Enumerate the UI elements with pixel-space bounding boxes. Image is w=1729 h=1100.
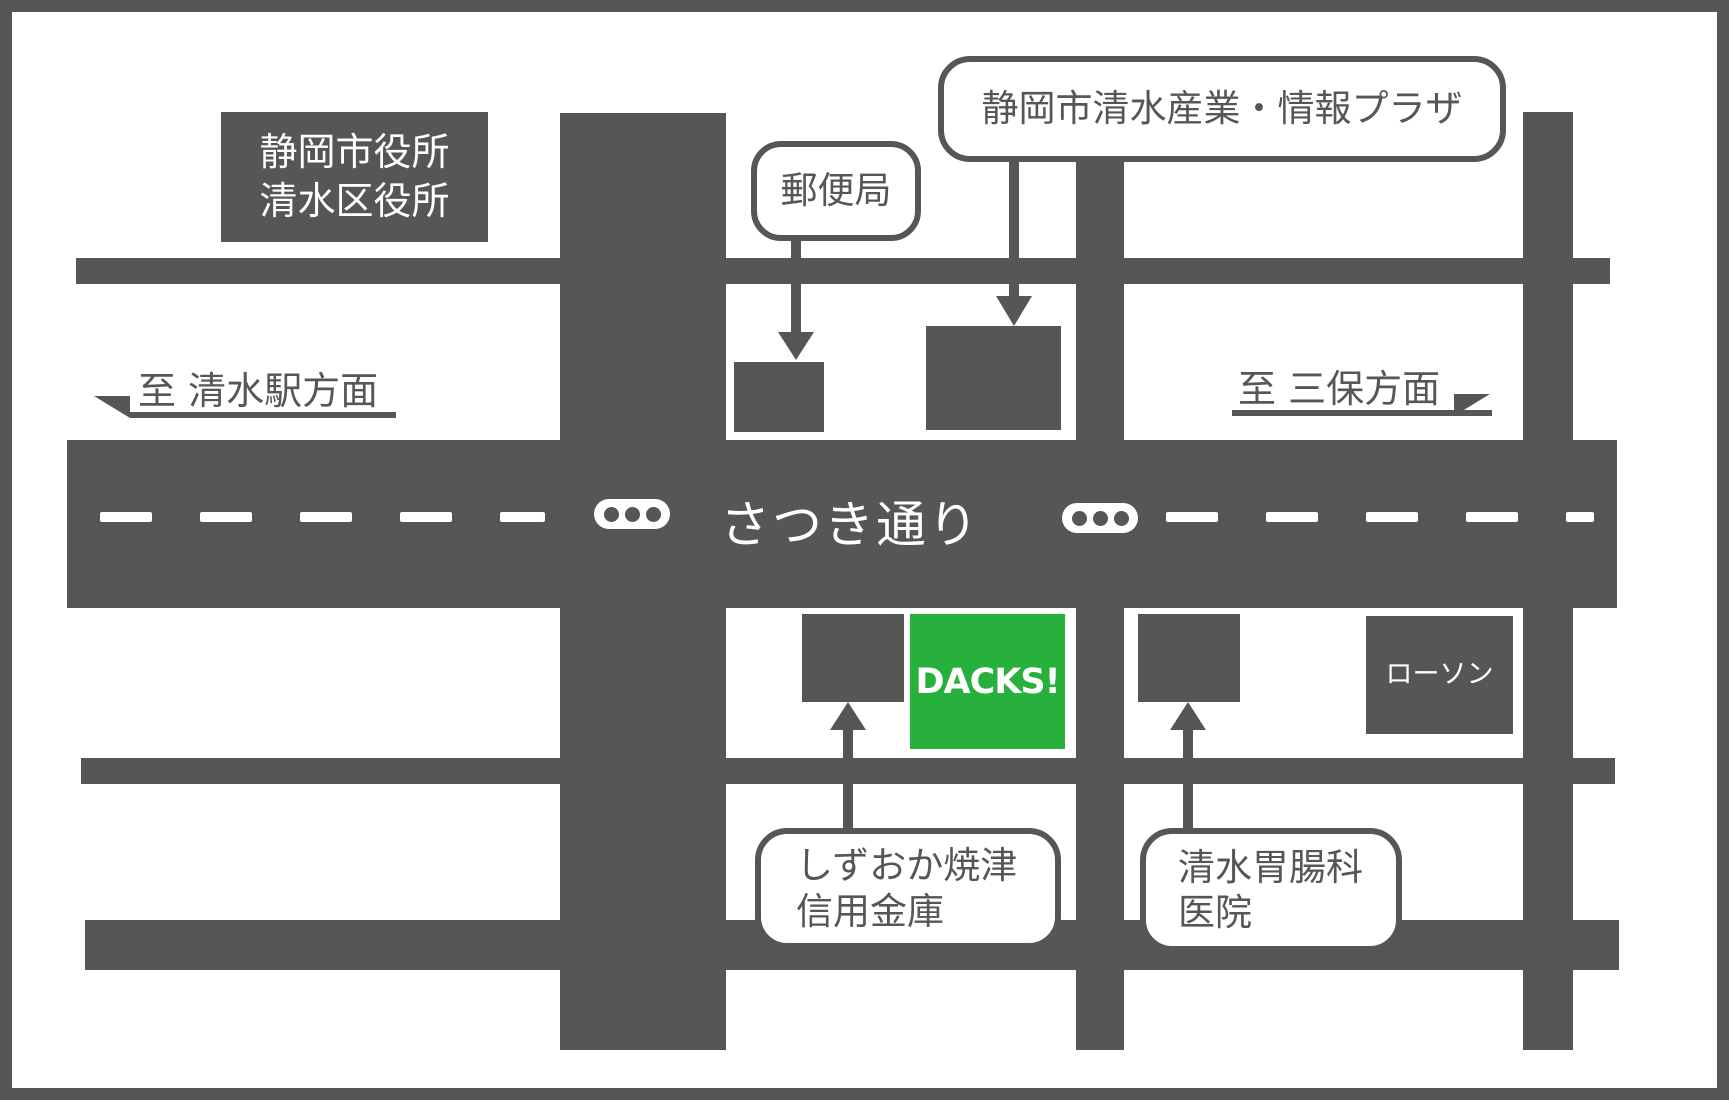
lane-dash [400, 512, 452, 522]
city-hall-line2: 清水区役所 [259, 179, 450, 223]
lane-dash [1266, 512, 1318, 522]
pointer-arrow-icon [778, 332, 814, 360]
road-main-vertical [560, 113, 726, 1050]
lane-dash [300, 512, 352, 522]
direction-arrow-icon [94, 396, 130, 418]
pointer-arrow-line [1009, 160, 1019, 298]
pointer-arrow-icon [830, 702, 866, 730]
clinic-line1: 清水胃腸科 [1178, 845, 1363, 889]
pointer-arrow-line [1183, 728, 1193, 832]
clinic-building [1138, 614, 1240, 702]
direction-west-label: 至 清水駅方面 [138, 369, 379, 413]
pointer-arrow-icon [1170, 702, 1206, 730]
road-center-vertical [1076, 160, 1124, 1050]
lane-dash [200, 512, 252, 522]
industry-plaza-label: 静岡市清水産業・情報プラザ [981, 87, 1463, 131]
lawson-label: ローソン [1385, 659, 1494, 691]
city-hall-line1: 静岡市役所 [259, 129, 450, 174]
traffic-signal-icon [1062, 503, 1138, 533]
direction-arrow-icon [1454, 394, 1490, 416]
post-office-callout: 郵便局 [751, 141, 921, 241]
shinkin-bank-line2: 信用金庫 [796, 889, 944, 933]
lane-dash [1466, 512, 1518, 522]
post-office-label: 郵便局 [780, 169, 892, 213]
pointer-arrow-icon [996, 296, 1032, 326]
shinkin-bank-line1: しずおか焼津 [796, 844, 1018, 888]
direction-west-underline [130, 412, 396, 418]
road-north [76, 258, 1610, 284]
road-satsuki-dori [67, 440, 1617, 608]
pointer-arrow-line [843, 728, 853, 832]
traffic-signal-icon [594, 499, 670, 529]
shinkin-bank-callout: しずおか焼津 信用金庫 [755, 828, 1061, 949]
direction-east-label: 至 三保方面 [1238, 367, 1441, 411]
city-hall-label: 静岡市役所 清水区役所 [221, 112, 488, 242]
post-office-building [734, 362, 824, 432]
shinkin-bank-building [802, 614, 904, 702]
lane-dash [1566, 512, 1594, 522]
direction-east-underline [1232, 410, 1492, 416]
dacks-label: DACKS! [915, 661, 1060, 702]
lane-dash [100, 512, 152, 522]
lawson-building: ローソン [1366, 616, 1513, 734]
street-label: さつき通り [720, 496, 980, 554]
industry-plaza-building [926, 326, 1061, 430]
road-east-vertical [1523, 112, 1573, 1050]
dacks-building: DACKS! [910, 614, 1065, 749]
pointer-arrow-line [791, 240, 801, 334]
lane-dash [1166, 512, 1218, 522]
industry-plaza-callout: 静岡市清水産業・情報プラザ [938, 56, 1506, 162]
clinic-callout: 清水胃腸科 医院 [1140, 828, 1402, 952]
lane-dash [1366, 512, 1418, 522]
lane-dash [500, 512, 545, 522]
clinic-line2: 医院 [1178, 891, 1252, 934]
